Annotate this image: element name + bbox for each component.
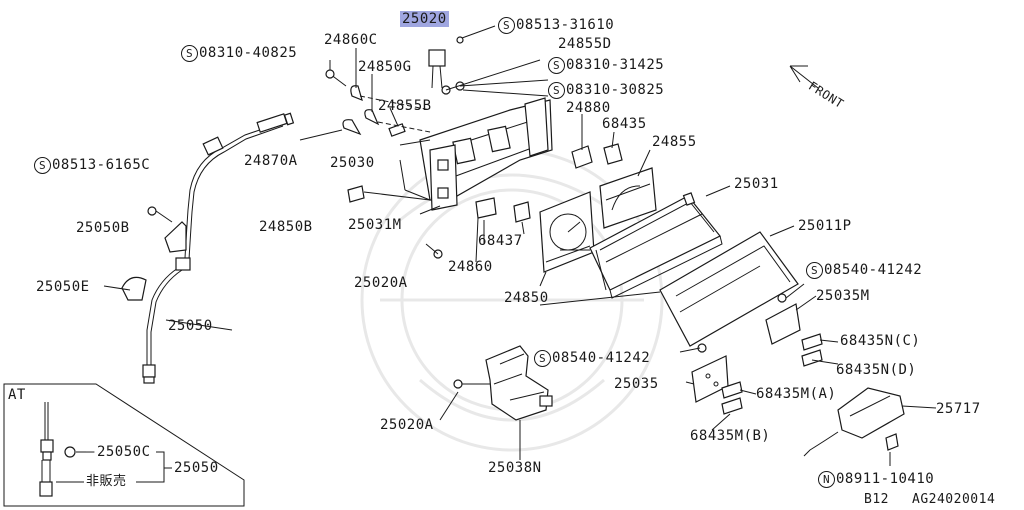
callout-25020[interactable]: 25020	[400, 11, 449, 27]
callout-25020a-lower[interactable]: 25020A	[380, 417, 434, 433]
cluster-cover	[589, 192, 723, 299]
at-inset-box	[3, 383, 245, 507]
callout-25031[interactable]: 25031	[734, 176, 779, 192]
callout-25031m[interactable]: 25031M	[348, 217, 402, 233]
callout-24855[interactable]: 24855	[652, 134, 697, 150]
callout-24870a[interactable]: 24870A	[244, 153, 298, 169]
inset-callout-25050c[interactable]: —25050C	[86, 444, 151, 460]
footer-code: AG24020014	[912, 492, 996, 507]
bracket-25035m	[765, 283, 805, 345]
callout-25020a-upper[interactable]: 25020A	[354, 275, 408, 291]
callout-25035[interactable]: 25035	[614, 376, 659, 392]
bulb-sockets	[299, 25, 549, 203]
callout-24850b[interactable]: 24850B	[259, 219, 313, 235]
callout-24850[interactable]: 24850	[504, 290, 549, 306]
inset-title: AT	[8, 387, 26, 403]
housing-sidepanel	[429, 144, 458, 211]
callout-68435m-a[interactable]: 68435M(A)	[756, 386, 837, 402]
callout-24855b[interactable]: 24855B	[378, 98, 432, 114]
clip-25050e	[121, 276, 147, 301]
callout-24855d[interactable]: 24855D	[558, 36, 612, 52]
callout-24860c[interactable]: 24860C	[324, 32, 378, 48]
leader-lines	[103, 48, 937, 466]
bracket-25038n	[453, 345, 553, 421]
small-gauges	[475, 143, 623, 223]
pads-68435m	[721, 381, 743, 415]
callout-25011p[interactable]: 25011P	[798, 218, 852, 234]
callout-25050[interactable]: 25050	[168, 318, 213, 334]
callout-68435m-b[interactable]: 68435M(B)	[690, 428, 771, 444]
callout-68435[interactable]: 68435	[602, 116, 647, 132]
screw-25020a	[425, 243, 443, 259]
pads-68435n	[801, 333, 823, 367]
speedometer-cable	[142, 112, 295, 384]
footer-page: B12	[864, 492, 889, 507]
sensor-25717	[803, 387, 905, 457]
callout-68435n-d[interactable]: 68435N(D)	[836, 362, 917, 378]
callout-24860[interactable]: 24860	[448, 259, 493, 275]
leader-lines-1	[539, 249, 661, 306]
speedometer-24850	[539, 191, 595, 273]
lens-25011p	[659, 231, 799, 347]
callout-68435n-c[interactable]: 68435N(C)	[840, 333, 921, 349]
callout-68437[interactable]: 68437	[478, 233, 523, 249]
callout-25050b[interactable]: 25050B	[76, 220, 130, 236]
callout-25030[interactable]: 25030	[330, 155, 375, 171]
inset-callout-25050[interactable]: 25050	[174, 460, 219, 476]
clamp-25050b	[147, 206, 187, 253]
callout-24850g[interactable]: 24850G	[358, 59, 412, 75]
callout-25717[interactable]: 25717	[936, 401, 981, 417]
front-arrow-icon	[789, 65, 819, 89]
callout-24880[interactable]: 24880	[566, 100, 611, 116]
tachometer-24855	[599, 167, 657, 229]
callout-25038n[interactable]: 25038N	[488, 460, 542, 476]
callout-25050e[interactable]: 25050E	[36, 279, 90, 295]
callout-25035m[interactable]: 25035M	[816, 288, 870, 304]
inset-not-for-sale: 非販売	[86, 474, 127, 489]
